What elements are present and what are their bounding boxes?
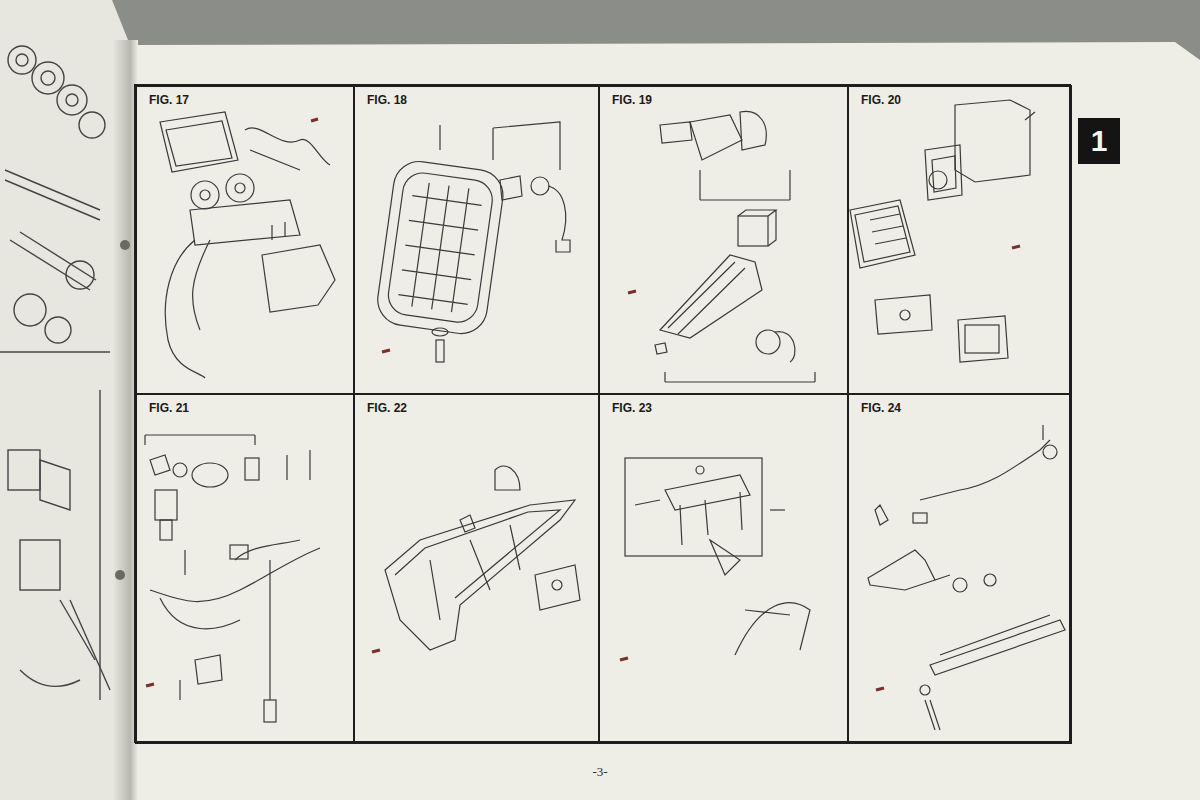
section-tab: 1 [1078, 118, 1120, 164]
figure-panel: FIG. 20 [847, 85, 1072, 395]
figure-label: FIG. 20 [861, 93, 901, 107]
figure-label: FIG. 18 [367, 93, 407, 107]
figure-panel: FIG. 22 [353, 393, 600, 744]
figure-label: FIG. 17 [149, 93, 189, 107]
page-number: -3- [592, 764, 607, 780]
figure-label: FIG. 23 [612, 401, 652, 415]
figure-label: FIG. 21 [149, 401, 189, 415]
figure-panel: FIG. 18 [353, 85, 600, 395]
right-page [130, 42, 1200, 800]
left-page-drawings [0, 46, 110, 700]
figure-label: FIG. 24 [861, 401, 901, 415]
figure-panel: FIG. 23 [598, 393, 849, 744]
figure-label: FIG. 22 [367, 401, 407, 415]
figure-panel: FIG. 21 [135, 393, 355, 744]
grid-frame [135, 85, 1070, 742]
figure-panel: FIG. 17 [135, 85, 355, 395]
section-number: 1 [1091, 124, 1108, 158]
figure-panel: FIG. 24 [847, 393, 1072, 744]
figure-panel: FIG. 19 [598, 85, 849, 395]
part-drawings [145, 100, 1065, 730]
ink-marks [146, 119, 1020, 690]
figure-label: FIG. 19 [612, 93, 652, 107]
